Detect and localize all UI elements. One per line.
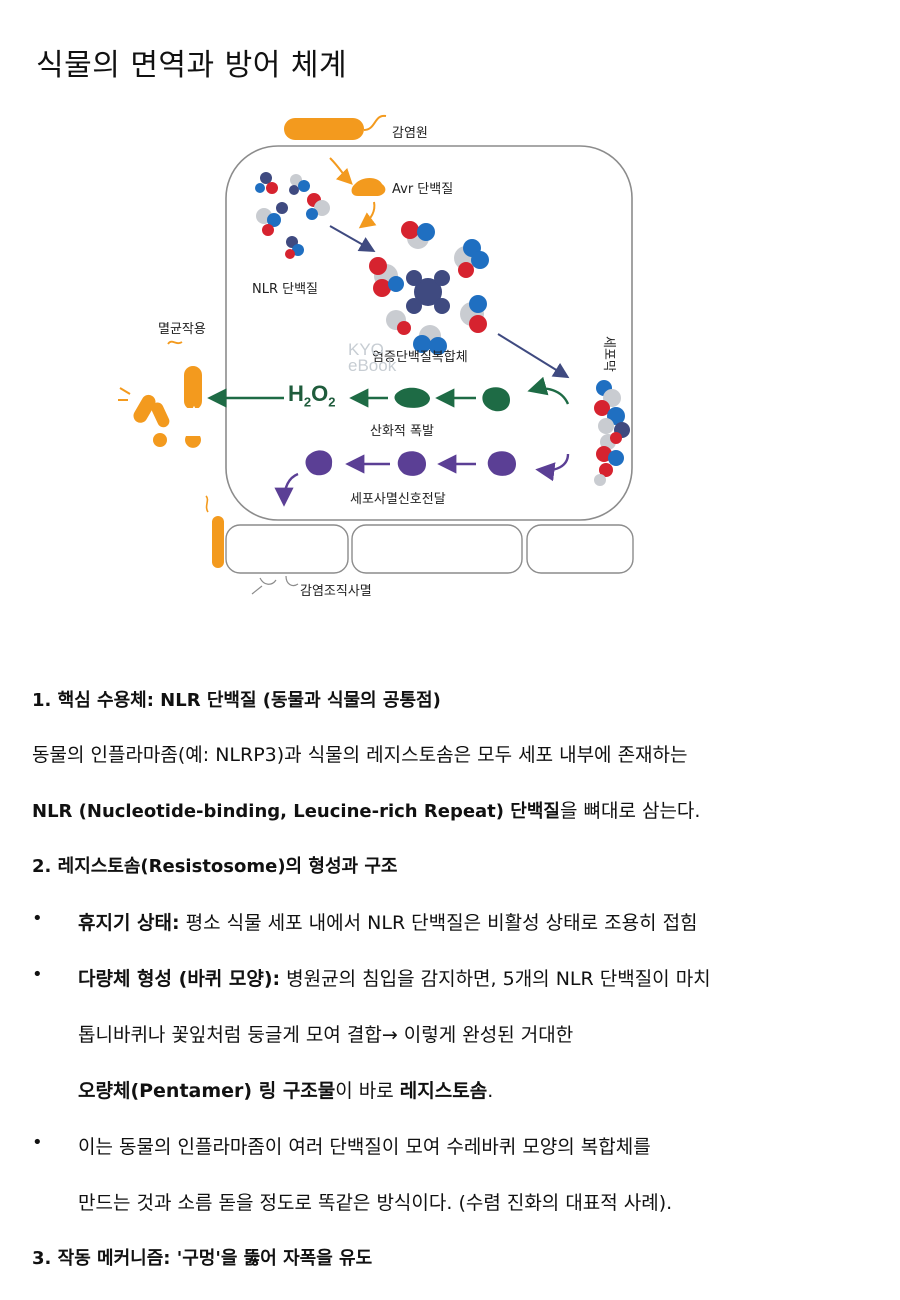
tissue-cell-3 bbox=[526, 524, 634, 574]
section-1-heading: 1. 핵심 수용체: NLR 단백질 (동물과 식물의 공통점) bbox=[32, 690, 441, 711]
bullet-3-line-2: 만드는 것과 소름 돋을 정도로 똑같은 방식이다. (수렴 진화의 대표적 사… bbox=[78, 1192, 673, 1214]
label-sterilization: 멸균작용 bbox=[158, 322, 206, 337]
label-inflammasome: 염증단백질복합체 bbox=[372, 350, 468, 365]
nlr-monomers bbox=[255, 172, 330, 259]
tissue-cell-1 bbox=[225, 524, 349, 574]
bullet-1: • 휴지기 상태: 평소 식물 세포 내에서 NLR 단백질은 비활성 상태로 … bbox=[32, 908, 698, 934]
avr-protein-icon bbox=[351, 178, 386, 196]
bullet-2-line-1: • 다량체 형성 (바퀴 모양): 병원균의 침입을 감지하면, 5개의 NLR… bbox=[32, 964, 711, 990]
tissue-cell-2 bbox=[351, 524, 523, 574]
watermark: KYO eBook bbox=[348, 340, 397, 375]
label-cell-death-signal: 세포사멸신호전달 bbox=[350, 492, 446, 507]
bullet-2-line-2: 톱니바퀴나 꽃잎처럼 둥글게 모여 결합→ 이렇게 완성된 거대한 bbox=[78, 1024, 574, 1046]
sterilization-bacteria bbox=[118, 340, 203, 448]
death-signal-blob-3 bbox=[305, 450, 333, 476]
label-oxidative-burst: 산화적 폭발 bbox=[370, 424, 434, 439]
h2o2-label: H2O2 bbox=[288, 381, 336, 410]
death-signal-blob-1 bbox=[487, 451, 516, 476]
ros-blob-2 bbox=[394, 387, 430, 408]
page-title: 식물의 면역과 방어 체계 bbox=[36, 48, 348, 83]
invading-bacterium bbox=[212, 516, 224, 568]
label-tissue-death: 감염조직사멸 bbox=[300, 584, 372, 599]
cell-outline bbox=[225, 145, 633, 521]
bullet-dot: • bbox=[32, 1132, 43, 1153]
immune-diagram: 감염원 Avr 단백질 NLR 단백질 염증단백질복합체 멸균작용 산화적 폭발… bbox=[100, 108, 660, 608]
label-membrane: 세포막 bbox=[601, 336, 616, 372]
section-1-paragraph-line-1: 동물의 인플라마좀(예: NLRP3)과 식물의 레지스토솜은 모두 세포 내부… bbox=[32, 744, 688, 766]
label-avr-protein: Avr 단백질 bbox=[392, 182, 454, 197]
section-1-paragraph-line-2: NLR (Nucleotide-binding, Leucine-rich Re… bbox=[32, 800, 701, 822]
section-2-heading: 2. 레지스토솜(Resistosome)의 형성과 구조 bbox=[32, 856, 398, 877]
pathogen-icon bbox=[284, 118, 364, 140]
label-pathogen: 감염원 bbox=[392, 126, 428, 141]
bullet-2-line-3: 오량체(Pentamer) 링 구조물이 바로 레지스토솜. bbox=[78, 1080, 494, 1102]
inflammasome-complex bbox=[369, 221, 489, 355]
label-nlr-protein: NLR 단백질 bbox=[252, 282, 319, 297]
bullet-dot: • bbox=[32, 964, 43, 985]
section-3-heading: 3. 작동 메커니즘: '구멍'을 뚫어 자폭을 유도 bbox=[32, 1248, 373, 1269]
death-signal-blob-2 bbox=[397, 451, 426, 476]
diagram-graphics bbox=[118, 114, 634, 595]
ros-blob-1 bbox=[482, 387, 510, 412]
membrane-pore bbox=[594, 380, 630, 486]
bullet-dot: • bbox=[32, 908, 43, 929]
bullet-3-line-1: • 이는 동물의 인플라마좀이 여러 단백질이 모여 수레바퀴 모양의 복합체를 bbox=[32, 1132, 651, 1158]
